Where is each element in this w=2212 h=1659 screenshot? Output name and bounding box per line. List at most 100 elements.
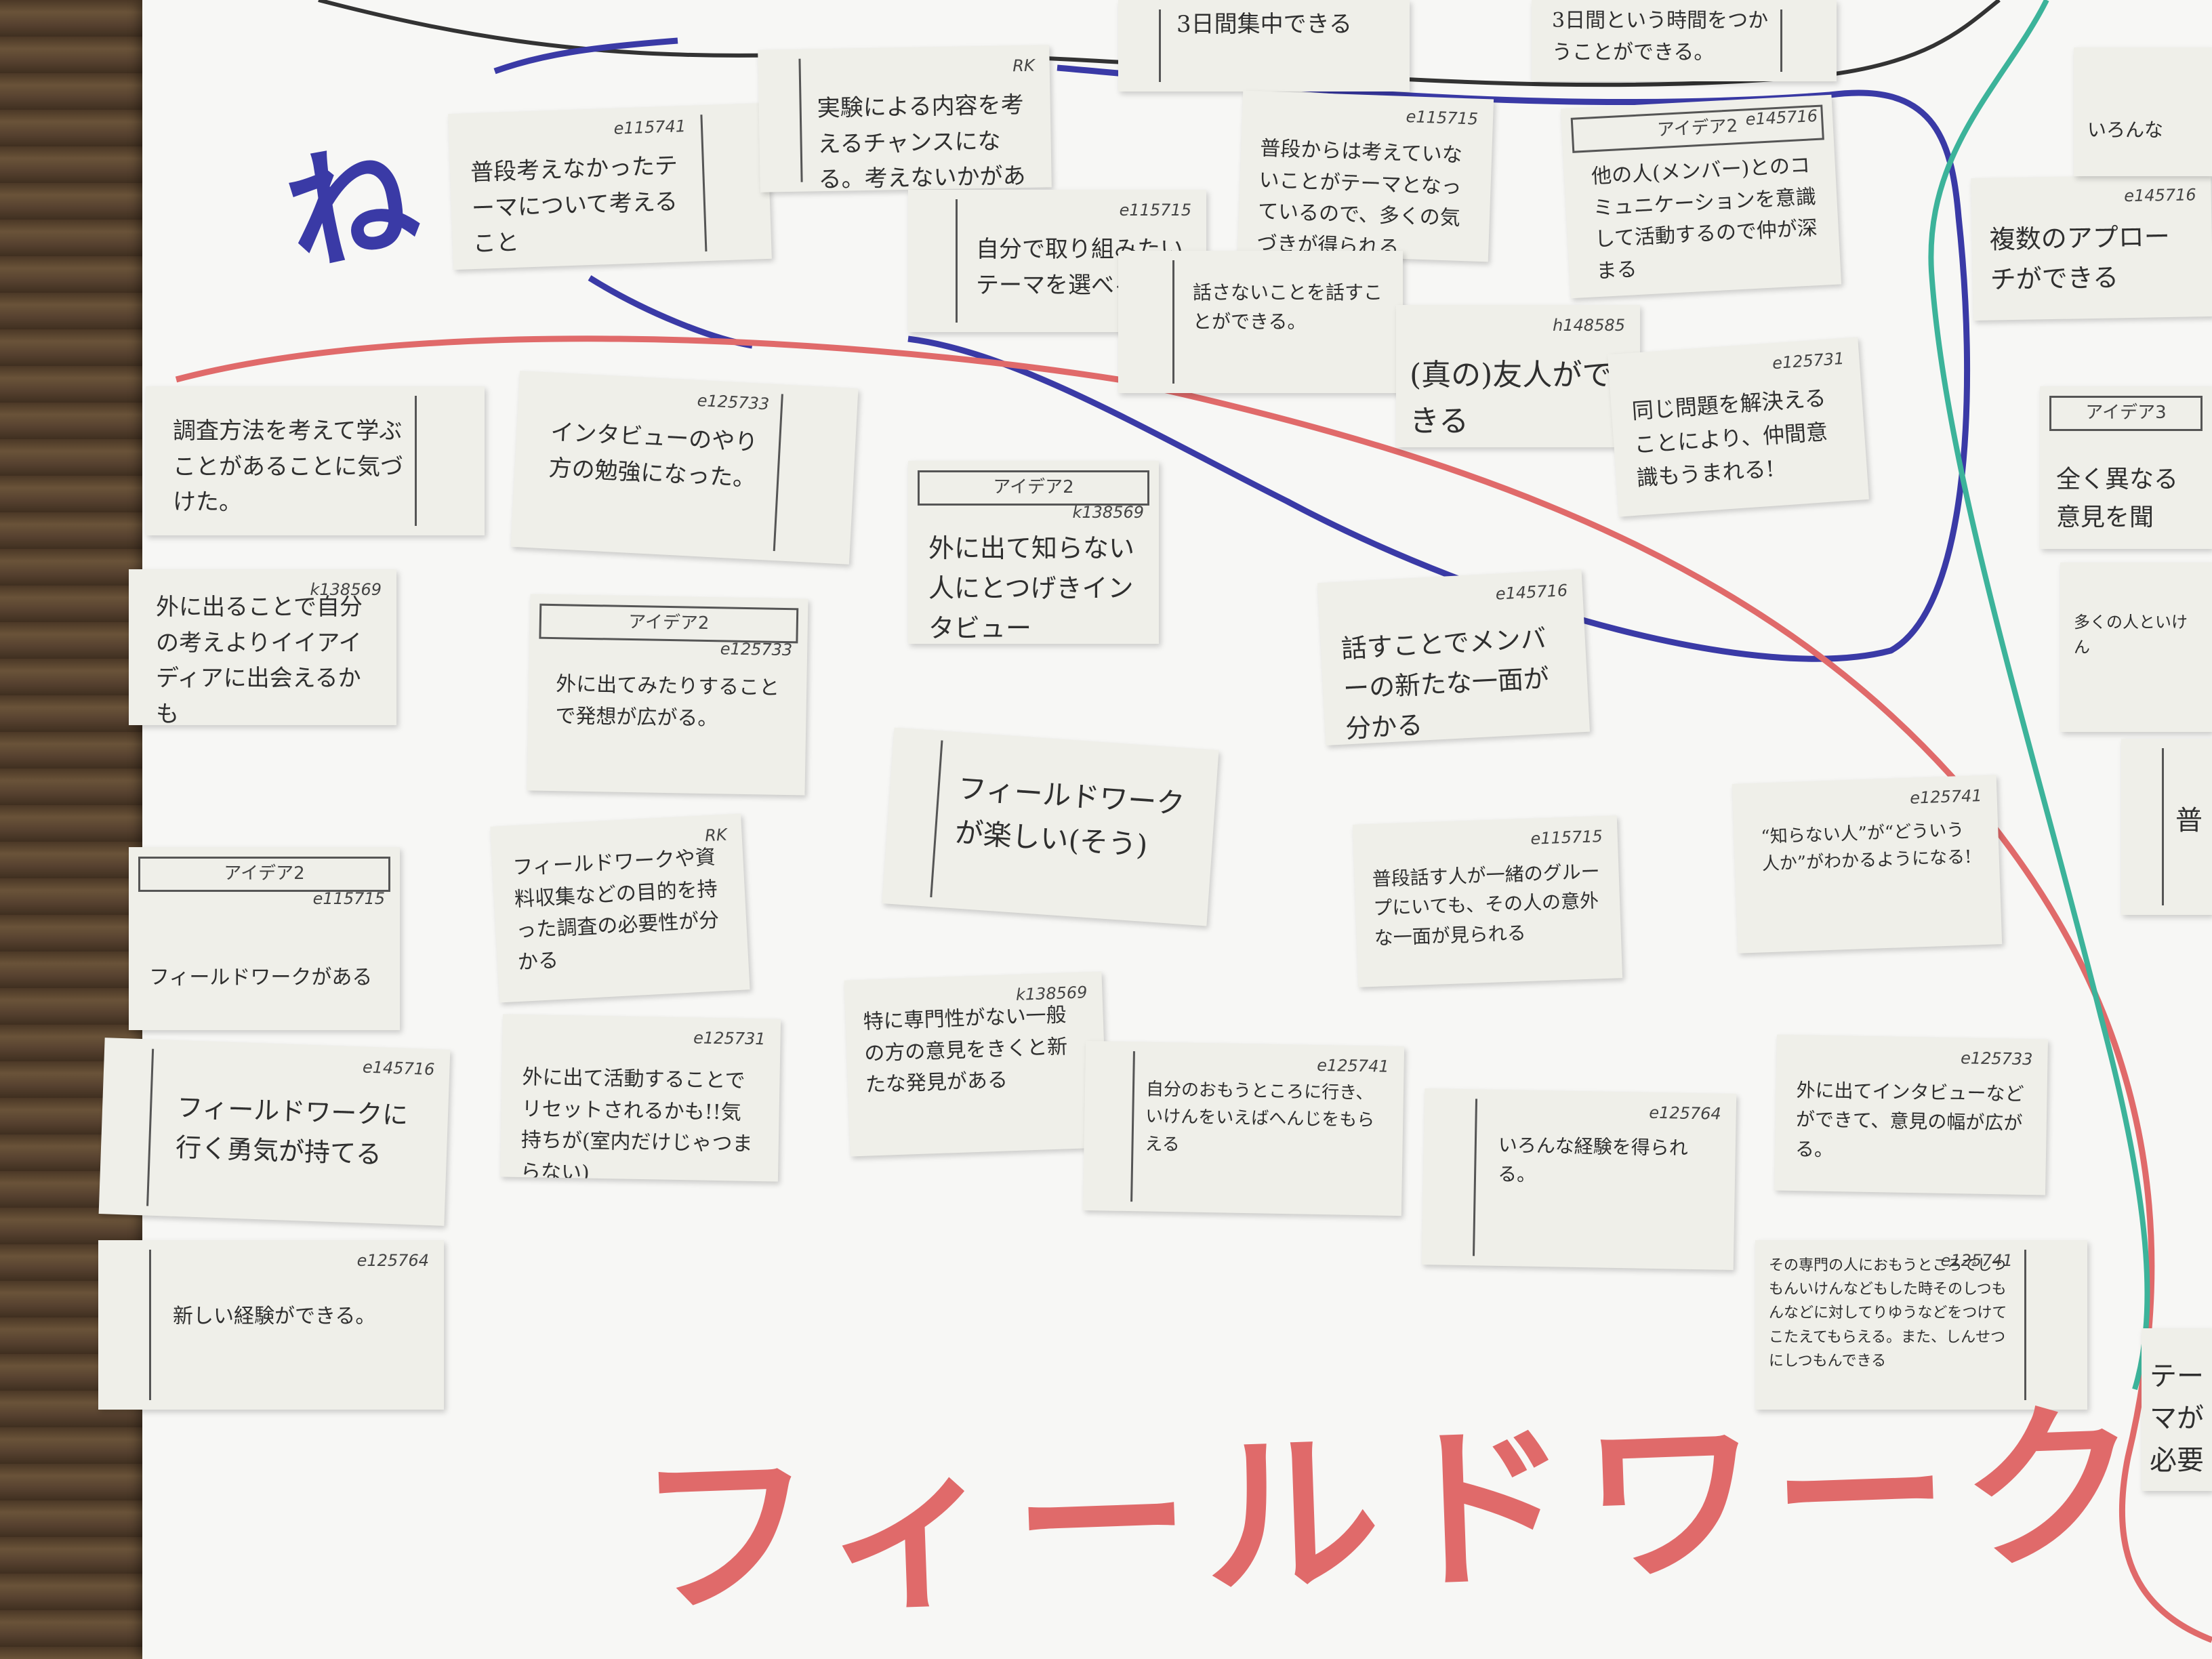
note-text: 3日間集中できる (1176, 11, 1352, 38)
note-code: e125741 (1317, 1055, 1389, 1076)
note-code: e115715 (1406, 107, 1479, 129)
sticky-note: e145716 複数のアプローチができる (1971, 173, 2212, 321)
note-text: 新しい経験ができる。 (173, 1305, 376, 1328)
note-text: インタビューのやり方の勉強になった。 (548, 418, 759, 493)
teal-marker-line (1928, 0, 2150, 1391)
sticky-note: e115741 普段考えなかったテーマについて考えること (448, 102, 772, 270)
note-code: k138569 (1072, 503, 1144, 522)
sticky-note: アイデア3 全く異なる意見を聞 (2040, 386, 2212, 549)
note-code: e125733 (1960, 1048, 2033, 1069)
note-text: 外に出てインタビューなどができて、意見の幅が広がる。 (1795, 1079, 2024, 1161)
sticky-note: e125731 外に出て活動することでリセットされるかも!!気持ちが(室内だけじ… (499, 1014, 781, 1182)
note-text: 外に出て活動することでリセットされるかも!!気持ちが(室内だけじゃつまらない) (520, 1065, 753, 1182)
note-text: 話すことでメンバーの新たな一面が分かる (1340, 623, 1550, 744)
note-text: 外に出てみたりすることで発想が広がる。 (555, 672, 780, 731)
note-code: k138569 (310, 580, 382, 599)
note-header-box (138, 857, 390, 892)
note-border-line (146, 1048, 155, 1206)
note-text: 話さないことを話すことができる。 (1193, 281, 1383, 333)
note-border-line (2162, 748, 2164, 905)
sticky-note: e125741 自分のおもうところに行き、いけんをいえばへんじをもらえる (1082, 1040, 1405, 1216)
sticky-note: k138569 特に専門性がない一般の方の意見をきくと新たな発見がある (844, 971, 1108, 1157)
note-border-line (1130, 1051, 1135, 1202)
sticky-note: アイデア2 k138569 外に出て知らない人にとつげきインタビュー (908, 461, 1159, 644)
note-code: RK (1012, 56, 1035, 76)
note-code: e125764 (356, 1251, 429, 1270)
blue-marker-line-left (588, 275, 753, 349)
sticky-note: RK 実験による内容を考えるチャンスになる。考えないかがある (758, 45, 1052, 192)
sticky-note: 3日間という時間をつかうことができる。 (1532, 0, 1837, 81)
note-code: e115741 (613, 117, 687, 138)
note-code: e125733 (697, 390, 770, 414)
note-text: フィールドワークに行く勇気が持てる (175, 1092, 409, 1170)
note-text: 特に専門性がない一般の方の意見をきくと新たな発見がある (863, 1003, 1068, 1097)
note-text: 普段考えなかったテーマについて考えること (470, 152, 678, 258)
note-text: その専門の人におもうところでしつもんいけんなどもした時そのしつもんなどに対してり… (1769, 1257, 2007, 1370)
red-marker-line (175, 335, 2212, 1643)
sticky-note: 調査方法を考えて学ぶことがあることに気づけた。 (146, 386, 485, 535)
note-header: アイデア2 (993, 477, 1074, 497)
note-text: フィールドワークが楽しい(そう) (954, 771, 1186, 863)
note-text: (真の)友人ができる (1410, 358, 1612, 439)
sticky-note: アイデア2 e115715 フィールドワークがある (129, 847, 400, 1030)
note-text: 多くの人といけん (2074, 613, 2188, 657)
note-border-line (798, 58, 803, 182)
note-text: 普段からは考えていないことがテーマとなっているので、多くの気づきが得られる (1256, 136, 1463, 260)
note-code: e125731 (693, 1028, 766, 1049)
sticky-note: フィールドワークが楽しい(そう) (882, 727, 1219, 926)
note-text: 自分のおもうところに行き、いけんをいえばへんじをもらえる (1145, 1079, 1375, 1155)
note-border-line (2024, 1250, 2026, 1400)
note-text: いろんな (2087, 119, 2164, 141)
sticky-note: 普 (2121, 739, 2212, 915)
note-code: e125741 (1909, 786, 1983, 808)
sticky-note: アイデア2 e125733 外に出てみたりすることで発想が広がる。 (527, 594, 808, 796)
note-code: e125731 (1771, 348, 1845, 373)
note-header: アイデア2 (628, 611, 710, 634)
note-code: e115715 (1530, 827, 1603, 848)
note-text: 調査方法を考えて学ぶことがあることに気づけた。 (173, 417, 403, 516)
note-text: 全く異なる意見を聞 (2056, 466, 2179, 531)
note-code: e115715 (1119, 201, 1191, 220)
fieldwork-title: フィールドワーク (634, 1385, 2156, 1642)
note-code: e125741 (1940, 1251, 2013, 1270)
note-code: e145716 (362, 1057, 435, 1080)
note-border-line (1780, 9, 1782, 72)
note-header: アイデア3 (2085, 403, 2167, 423)
note-border-line (930, 740, 943, 898)
sticky-note: e115715 普段からは考えていないことがテーマとなっているので、多くの気づき… (1237, 90, 1494, 262)
sticky-note: e145716 フィールドワークに行く勇気が持てる (98, 1038, 451, 1226)
sticky-note: e125731 同じ問題を解決えることにより、仲間意識もうまれる! (1607, 337, 1869, 517)
note-border-line (773, 394, 783, 552)
note-border-line (149, 1250, 151, 1400)
sticky-note: いろんな (2074, 47, 2212, 176)
note-code: e145716 (1745, 106, 1818, 129)
sticky-note: e145716 話すことでメンバーの新たな一面が分かる (1317, 569, 1591, 746)
note-code: e115715 (312, 889, 385, 908)
sticky-note: 話さないことを話すことができる。 (1118, 251, 1403, 393)
note-text: 普 (2175, 805, 2203, 836)
sticky-note: e125741 その専門の人におもうところでしつもんいけんなどもした時そのしつも… (1755, 1240, 2087, 1410)
note-code: e145716 (2124, 185, 2196, 206)
sticky-note: e125733 外に出てインタビューなどができて、意見の幅が広がる。 (1774, 1034, 2048, 1195)
sticky-note: e125764 いろんな経験を得られる。 (1421, 1088, 1737, 1270)
sticky-note: 多くの人といけん (2060, 562, 2212, 732)
note-text: 複数のアプローチができる (1989, 221, 2171, 295)
note-border-line (1159, 9, 1161, 82)
note-code: e125764 (1649, 1103, 1721, 1124)
note-border-line (700, 115, 708, 252)
sticky-note: アイデア2 e145716 他の人(メンバー)とのコミュニケーションを意識して活… (1560, 94, 1842, 299)
note-text: テーマが必要 (2150, 1361, 2204, 1476)
sticky-note: テーマが必要 (2142, 1328, 2212, 1491)
note-border-line (1472, 1099, 1478, 1256)
note-text: 3日間という時間をつかうことができる。 (1552, 9, 1769, 64)
note-header-box (918, 470, 1149, 506)
note-text: 実験による内容を考えるチャンスになる。考えないかがある (817, 91, 1026, 192)
note-header-box (2049, 396, 2203, 431)
sticky-note: e115715 普段話す人が一緒のグループにいても、その人の意外な一面が見られる (1352, 815, 1623, 987)
sticky-note: e125741 “知らない人”が“どういう人か”がわかるようになる! (1732, 775, 2003, 954)
note-code: e125733 (720, 639, 793, 660)
note-border-line (1172, 260, 1174, 384)
sticky-note: e125733 インタビューのやり方の勉強になった。 (510, 371, 859, 565)
note-text: “知らない人”が“どういう人か”がわかるようになる! (1761, 819, 1973, 875)
note-border-line (956, 199, 958, 323)
